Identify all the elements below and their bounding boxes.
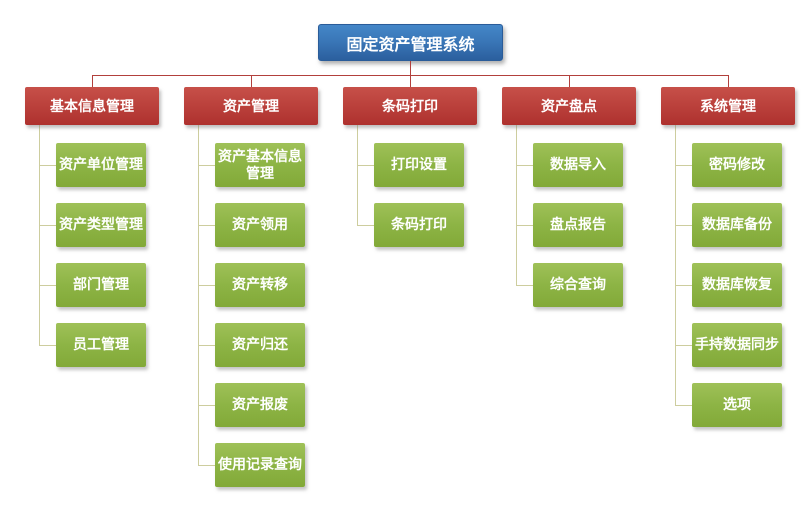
leaf-node: 资产基本信息管理 xyxy=(215,143,305,187)
leaf-node: 资产归还 xyxy=(215,323,305,367)
leaf-node: 资产单位管理 xyxy=(56,143,146,187)
leaf-node: 资产类型管理 xyxy=(56,203,146,247)
branch-node: 基本信息管理 xyxy=(25,87,159,125)
connector-branch-stub xyxy=(410,75,411,87)
connector-leaf-stub xyxy=(198,165,215,166)
leaf-node: 选项 xyxy=(692,383,782,427)
connector-leaf-stub xyxy=(675,345,692,346)
leaf-node: 数据导入 xyxy=(533,143,623,187)
connector-leaf-stub xyxy=(675,405,692,406)
connector-leaf-stub xyxy=(39,165,56,166)
leaf-node: 数据库备份 xyxy=(692,203,782,247)
connector-leaf-stub xyxy=(516,225,533,226)
connector-leaf-stub xyxy=(675,225,692,226)
leaf-node: 打印设置 xyxy=(374,143,464,187)
connector-leaf-stub xyxy=(516,165,533,166)
connector-leaf-stub xyxy=(198,405,215,406)
connector-leaf-stub xyxy=(675,285,692,286)
connector-leaf-trunk xyxy=(39,125,40,345)
connector-leaf-stub xyxy=(39,225,56,226)
branch-node: 条码打印 xyxy=(343,87,477,125)
leaf-node: 资产领用 xyxy=(215,203,305,247)
connector-leaf-trunk xyxy=(357,125,358,225)
leaf-node: 部门管理 xyxy=(56,263,146,307)
connector-leaf-stub xyxy=(516,285,533,286)
connector-root-stem xyxy=(410,61,411,75)
connector-leaf-stub xyxy=(198,225,215,226)
connector-leaf-stub xyxy=(198,285,215,286)
connector-leaf-stub xyxy=(675,165,692,166)
connector-branch-stub xyxy=(92,75,93,87)
connector-leaf-stub xyxy=(39,285,56,286)
connector-leaf-stub xyxy=(39,345,56,346)
branch-node: 系统管理 xyxy=(661,87,795,125)
leaf-node: 数据库恢复 xyxy=(692,263,782,307)
leaf-node: 手持数据同步 xyxy=(692,323,782,367)
root-node: 固定资产管理系统 xyxy=(318,24,503,61)
leaf-node: 条码打印 xyxy=(374,203,464,247)
leaf-node: 使用记录查询 xyxy=(215,443,305,487)
leaf-node: 盘点报告 xyxy=(533,203,623,247)
connector-leaf-stub xyxy=(198,465,215,466)
branch-node: 资产盘点 xyxy=(502,87,636,125)
leaf-node: 密码修改 xyxy=(692,143,782,187)
connector-branch-stub xyxy=(251,75,252,87)
connector-leaf-trunk xyxy=(198,125,199,465)
leaf-node: 综合查询 xyxy=(533,263,623,307)
connector-leaf-stub xyxy=(357,225,374,226)
connector-leaf-trunk xyxy=(675,125,676,405)
leaf-node: 资产转移 xyxy=(215,263,305,307)
branch-node: 资产管理 xyxy=(184,87,318,125)
leaf-node: 员工管理 xyxy=(56,323,146,367)
leaf-node: 资产报废 xyxy=(215,383,305,427)
connector-leaf-stub xyxy=(357,165,374,166)
connector-branch-stub xyxy=(728,75,729,87)
connector-leaf-stub xyxy=(198,345,215,346)
connector-leaf-trunk xyxy=(516,125,517,285)
connector-branch-stub xyxy=(569,75,570,87)
